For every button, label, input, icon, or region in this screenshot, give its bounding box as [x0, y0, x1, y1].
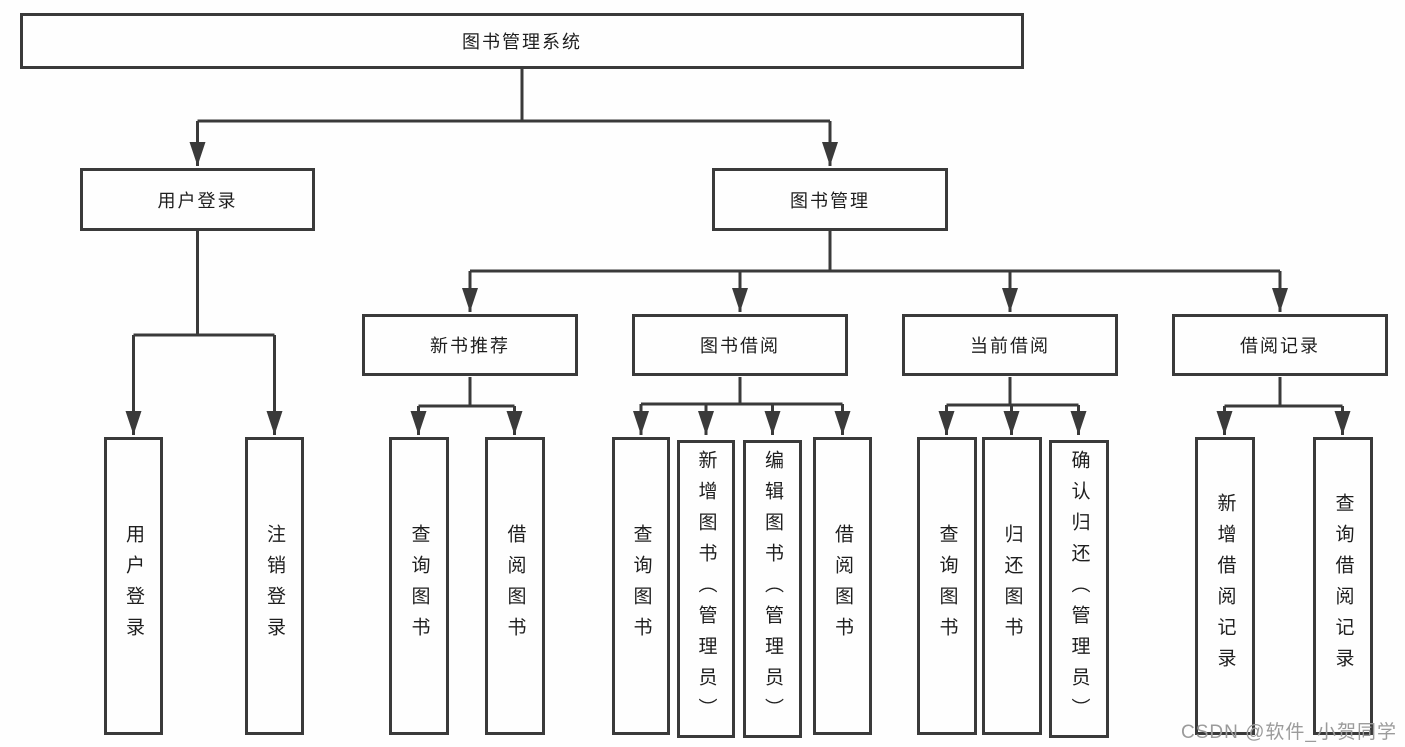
node-book-borrow: 图书借阅 [632, 314, 848, 376]
node-current-borrow-label: 当前借阅 [970, 336, 1050, 356]
node-root: 图书管理系统 [20, 13, 1024, 69]
csdn-watermark: CSDN @软件_小贺同学 [1181, 722, 1397, 743]
node-book-borrow-label: 图书借阅 [700, 336, 780, 356]
leaf-logout-label: 注销登录 [264, 524, 285, 648]
leaf-logout: 注销登录 [245, 437, 304, 735]
leaf-borrow-borrow-books-label: 借阅图书 [832, 524, 853, 648]
leaf-current-query-books: 查询图书 [917, 437, 977, 735]
leaf-current-return-books-label: 归还图书 [1001, 524, 1023, 648]
leaf-newbook-borrow-books-label: 借阅图书 [504, 524, 526, 648]
leaf-user-login-label: 用户登录 [123, 524, 144, 648]
node-borrow-records-label: 借阅记录 [1240, 336, 1320, 356]
leaf-current-query-books-label: 查询图书 [936, 524, 958, 648]
leaf-records-add-record: 新增借阅记录 [1195, 437, 1255, 735]
leaf-records-query-record-label: 查询借阅记录 [1332, 493, 1354, 679]
leaf-user-login: 用户登录 [104, 437, 163, 735]
leaf-borrow-add-books-admin-label: 新增图书（管理员） [695, 449, 717, 729]
leaf-borrow-query-books-label: 查询图书 [630, 524, 652, 648]
leaf-borrow-edit-books-admin-label: 编辑图书（管理员） [762, 449, 783, 729]
leaf-records-add-record-label: 新增借阅记录 [1214, 493, 1236, 679]
leaf-borrow-add-books-admin: 新增图书（管理员） [677, 440, 735, 738]
leaf-newbook-query-books: 查询图书 [389, 437, 449, 735]
node-user-login-label: 用户登录 [157, 190, 238, 211]
node-current-borrow: 当前借阅 [902, 314, 1118, 376]
leaf-newbook-borrow-books: 借阅图书 [485, 437, 545, 735]
node-book-management-label: 图书管理 [790, 190, 870, 211]
leaf-borrow-edit-books-admin: 编辑图书（管理员） [743, 440, 802, 738]
leaf-current-return-books: 归还图书 [982, 437, 1042, 735]
leaf-current-confirm-return-admin: 确认归还（管理员） [1049, 440, 1109, 738]
node-root-label: 图书管理系统 [462, 32, 582, 52]
leaf-newbook-query-books-label: 查询图书 [408, 524, 430, 648]
node-new-book-recommend: 新书推荐 [362, 314, 578, 376]
leaf-borrow-query-books: 查询图书 [612, 437, 670, 735]
node-new-book-recommend-label: 新书推荐 [430, 336, 510, 356]
connector-trunks [133, 69, 1343, 408]
leaf-records-query-record: 查询借阅记录 [1313, 437, 1373, 735]
node-borrow-records: 借阅记录 [1172, 314, 1388, 376]
leaf-current-confirm-return-admin-label: 确认归还（管理员） [1068, 449, 1090, 729]
leaf-borrow-borrow-books: 借阅图书 [813, 437, 872, 735]
node-user-login: 用户登录 [80, 168, 315, 231]
node-book-management: 图书管理 [712, 168, 948, 231]
